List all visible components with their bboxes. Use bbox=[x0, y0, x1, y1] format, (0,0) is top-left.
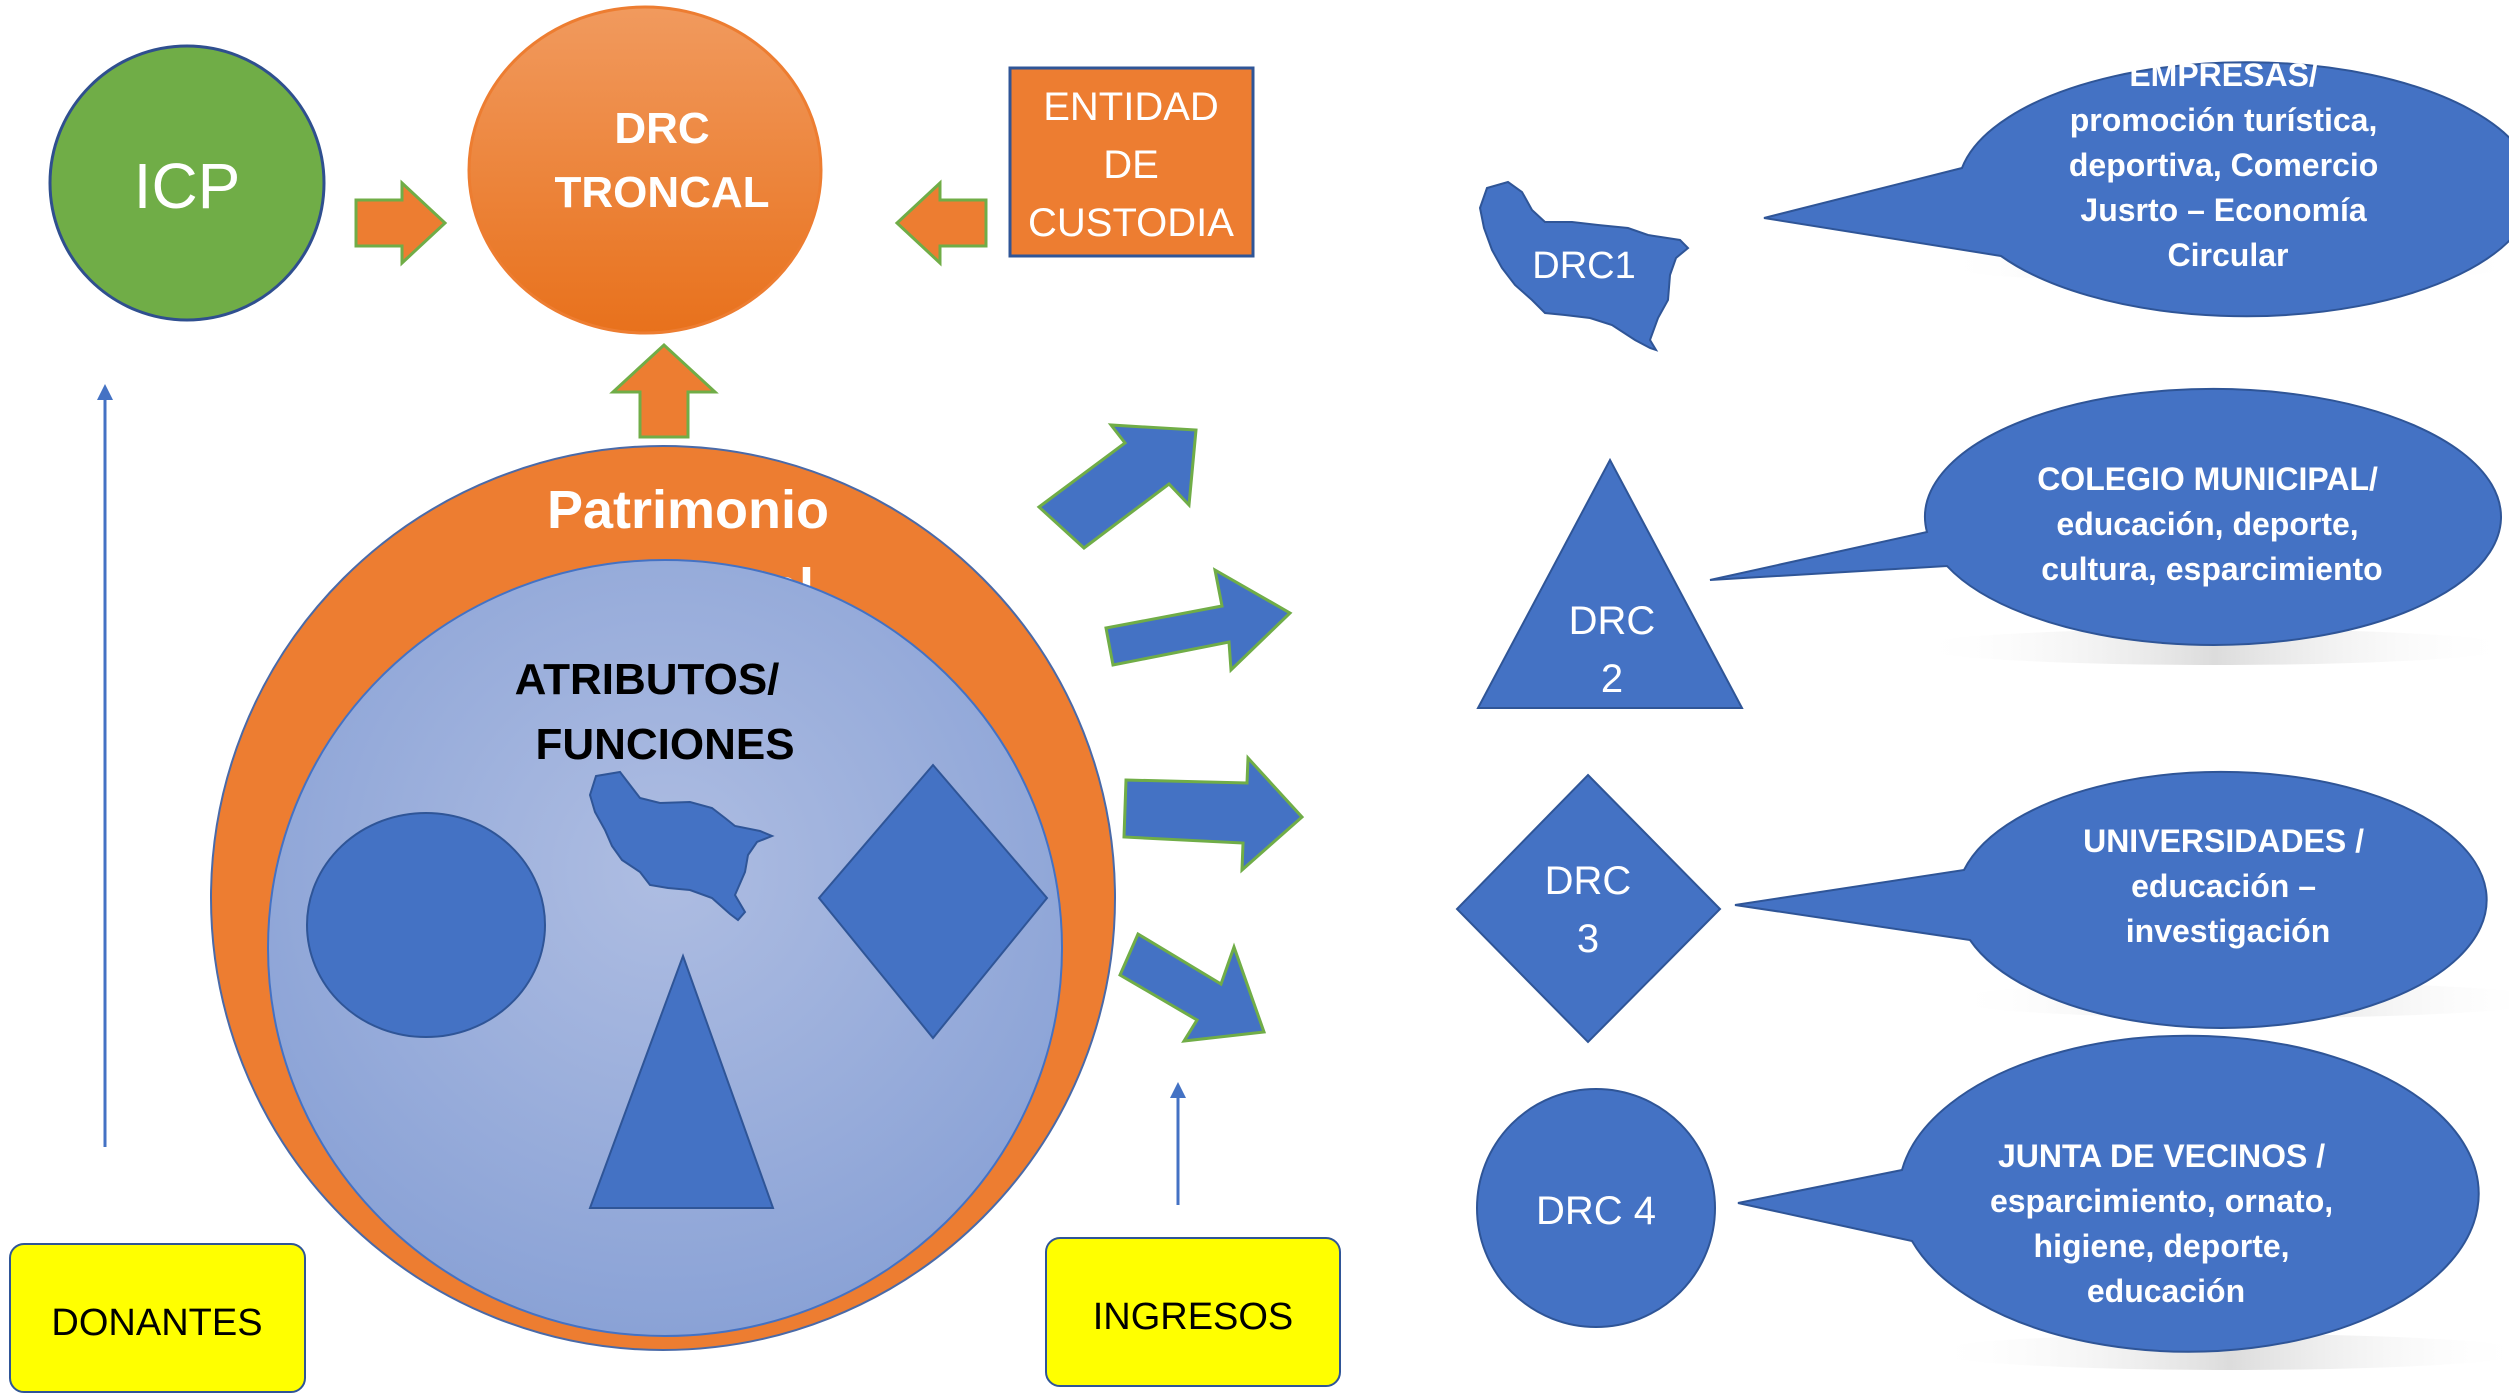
empresas-line1: EMPRESAS/ bbox=[2129, 57, 2318, 93]
drc3-line2: 3 bbox=[1577, 917, 1599, 961]
drc1-node: DRC1 bbox=[1478, 180, 1690, 352]
junta-line4: educación bbox=[2087, 1273, 2245, 1309]
colegio-line2: educación, deporte, bbox=[2056, 506, 2358, 542]
drc2-line1: DRC bbox=[1569, 599, 1656, 643]
drc-troncal-line2: TRONCAL bbox=[554, 168, 769, 217]
icp-label: ICP bbox=[134, 150, 241, 222]
universidades-line2: educación – bbox=[2131, 868, 2316, 904]
empresas-line3: deportiva, Comercio bbox=[2069, 147, 2378, 183]
callout-universidades: UNIVERSIDADES / educación – investigació… bbox=[1734, 770, 2509, 1029]
empresas-line5: Circular bbox=[2168, 237, 2289, 273]
arrow-to-drc1 bbox=[1036, 423, 1198, 550]
drc4-label: DRC 4 bbox=[1536, 1189, 1656, 1233]
arrow-donantes-up bbox=[97, 384, 113, 1147]
entidad-custodia-node: ENTIDAD DE CUSTODIA bbox=[1008, 66, 1255, 258]
arrow-icp-to-troncal bbox=[354, 179, 448, 267]
arrow-ingresos-up bbox=[1170, 1082, 1186, 1205]
ingresos-label: INGRESOS bbox=[1093, 1296, 1294, 1338]
arrow-patrimonio-to-troncal bbox=[609, 342, 719, 439]
junta-line1: JUNTA DE VECINOS / bbox=[1998, 1138, 2325, 1174]
svg-text:EMPRESAS/ promoción turí: EMPRESAS/ promoción turística, deportiva… bbox=[2069, 57, 2387, 273]
arrow-to-drc2 bbox=[1104, 567, 1293, 674]
arrow-to-drc4 bbox=[1118, 931, 1267, 1043]
inner-triangle-shape bbox=[588, 953, 775, 1209]
colegio-line3: cultura, esparcimiento bbox=[2041, 551, 2382, 587]
drc-troncal-node: DRC TRONCAL bbox=[467, 5, 823, 335]
donantes-node: DONANTES bbox=[9, 1243, 306, 1393]
empresas-line4: Jusrto – Economía bbox=[2080, 192, 2367, 228]
drc1-label: DRC1 bbox=[1532, 245, 1635, 287]
junta-line3: higiene, deporte, bbox=[2034, 1228, 2290, 1264]
icp-node: ICP bbox=[48, 44, 326, 322]
entidad-line2: DE bbox=[1103, 143, 1159, 187]
universidades-line1: UNIVERSIDADES / bbox=[2083, 823, 2364, 859]
drc4-node: DRC 4 bbox=[1476, 1088, 1716, 1328]
ingresos-node: INGRESOS bbox=[1045, 1237, 1341, 1387]
donantes-label: DONANTES bbox=[51, 1302, 262, 1344]
inner-map-shape bbox=[588, 770, 775, 922]
empresas-line2: promoción turística, bbox=[2070, 102, 2378, 138]
arrow-to-drc3 bbox=[1122, 754, 1305, 874]
svg-text:JUNTA DE VECINOS / espar: JUNTA DE VECINOS / esparcimiento, ornato… bbox=[1990, 1138, 2342, 1309]
svg-text:COLEGIO MUNICIPAL/ educa: COLEGIO MUNICIPAL/ educación, deporte, c… bbox=[2037, 461, 2387, 587]
drc2-line2: 2 bbox=[1601, 657, 1623, 701]
junta-line2: esparcimiento, ornato, bbox=[1990, 1183, 2333, 1219]
drc-troncal-line1: DRC bbox=[614, 104, 709, 153]
universidades-line3: investigación bbox=[2126, 913, 2331, 949]
drc3-node: DRC 3 bbox=[1455, 773, 1722, 1044]
callout-junta: JUNTA DE VECINOS / esparcimiento, ornato… bbox=[1737, 1034, 2509, 1370]
atributos-line2: FUNCIONES bbox=[535, 720, 794, 769]
atributos-funciones-area: ATRIBUTOS/ FUNCIONES bbox=[267, 559, 1063, 1337]
inner-diamond-shape bbox=[817, 763, 1049, 1040]
colegio-line1: COLEGIO MUNICIPAL/ bbox=[2037, 461, 2378, 497]
callout-colegio: COLEGIO MUNICIPAL/ educación, deporte, c… bbox=[1709, 387, 2509, 665]
entidad-line3: CUSTODIA bbox=[1028, 201, 1234, 245]
patrimonio-line1: Patrimonio bbox=[547, 480, 829, 540]
outgoing-arrows bbox=[1036, 423, 1305, 1043]
drc2-node: DRC 2 bbox=[1476, 457, 1744, 709]
drc3-line1: DRC bbox=[1545, 859, 1632, 903]
svg-text:UNIVERSIDADES / educació: UNIVERSIDADES / educación – investigació… bbox=[2083, 823, 2373, 949]
inner-circle-shape bbox=[306, 812, 546, 1038]
entidad-line1: ENTIDAD bbox=[1043, 85, 1219, 129]
atributos-line1: ATRIBUTOS/ bbox=[515, 655, 780, 704]
callout-empresas: EMPRESAS/ promoción turística, deportiva… bbox=[1763, 57, 2509, 318]
arrow-entidad-to-troncal bbox=[894, 179, 988, 267]
